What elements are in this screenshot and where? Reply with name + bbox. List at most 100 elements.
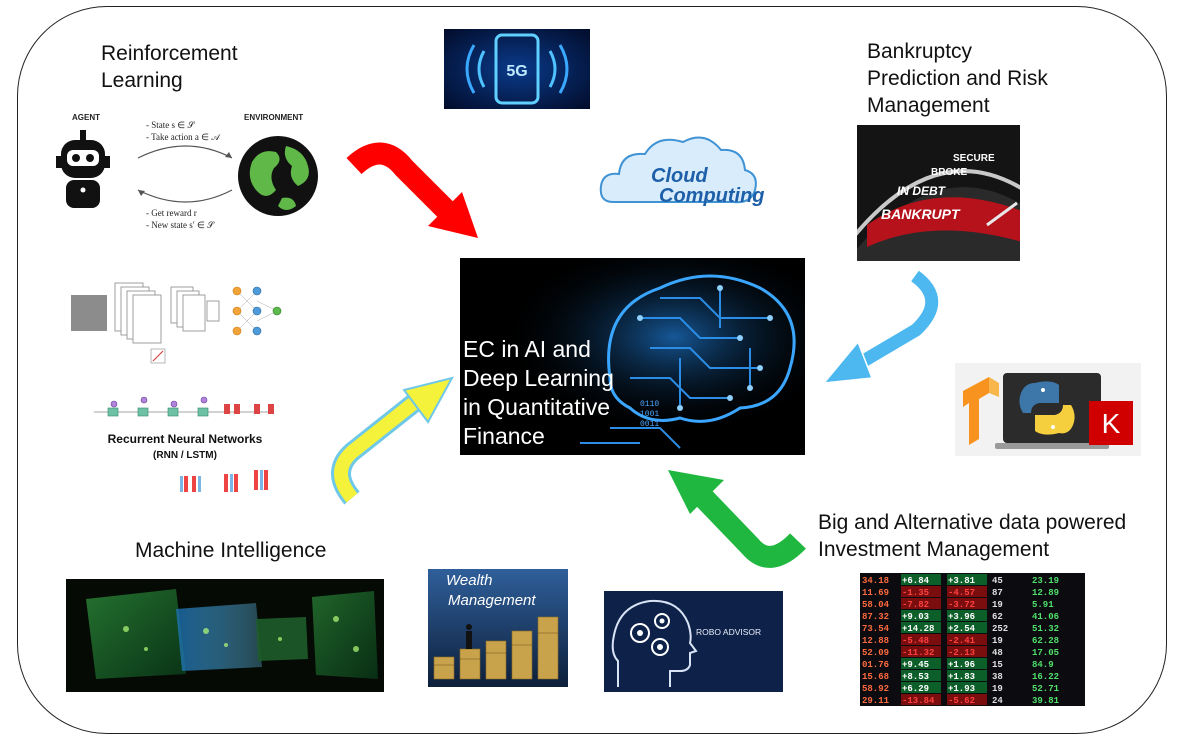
robo-advisor-image: ROBO ADVISOR [604,591,783,692]
ticker-cell: +3.96 [948,612,975,622]
ticker-cell: -3.72 [948,600,975,610]
ticker-cell: 23.19 [1032,576,1059,586]
ticker-cell: 38 [992,672,1003,682]
ticker-cell-bg [901,646,941,657]
ticker-cell: 5.91 [1032,600,1054,610]
robo-text: ROBO ADVISOR [696,627,761,637]
rl-state: - State s ∈ 𝒮 [146,120,195,130]
ticker-cell: 19 [992,600,1003,610]
ticker-cell-bg [901,598,941,609]
keras-icon [1089,401,1133,445]
ticker-cell-bg [947,634,987,645]
ticker-cell: 34.18 [862,576,889,586]
ticker-cell: -4.57 [948,588,975,598]
ticker-cell: +9.45 [902,660,929,670]
ticker-cell-bg [947,598,987,609]
ticker-cell-bg [901,658,941,669]
reinforcement-learning-image: AGENT ENVIRONMENT - State s ∈ 𝒮 - Take a… [46,106,326,234]
ticker-cell-bg [901,694,941,705]
ticker-cell-bg [901,574,941,585]
ticker-cell: 52.71 [1032,684,1060,694]
ticker-cell: 24 [992,696,1003,706]
rnn-title-2: (RNN / LSTM) [153,450,217,461]
ticker-cell: +1.93 [948,684,975,694]
ticker-cell: 84.9 [1032,660,1054,670]
stock-ticker-image: 34.18 +6.84 +3.81 45 23.19 11.69 -1.35 -4.57 87 1… [860,573,1085,706]
machine-intelligence-image [66,579,384,692]
ticker-cell: -11.32 [902,648,934,658]
ticker-cell-bg [901,622,941,633]
tensorflow-icon [963,377,999,445]
cloud-text-1: Cloud [651,165,708,187]
ticker-cell: 51.32 [1032,624,1059,634]
ticker-cell: +14.28 [902,624,934,634]
keras-letter: K [1102,408,1121,439]
ticker-cell-bg [901,586,941,597]
ticker-cell: +2.54 [948,624,976,634]
ticker-cell: +6.84 [902,576,930,586]
ticker-cell: 58.92 [862,684,889,694]
cloud-text-2: Computing [659,185,765,207]
ticker-cell-bg [947,682,987,693]
fiveg-text: 5G [506,63,527,80]
ticker-cell: 15 [992,660,1003,670]
ticker-cell: 252 [992,624,1008,634]
rl-reward: - Get reward r [146,208,197,218]
python-icon [1019,381,1075,435]
blue-arrow [822,269,940,384]
ticker-cell: 87 [992,588,1003,598]
ml-tools-image: K [955,363,1141,456]
ticker-cell: +8.53 [902,672,929,682]
ticker-cell-bg [947,646,987,657]
center-brain-image: 0110 1001 0011 [460,258,805,455]
gauge-broke: BROKE [931,167,967,178]
ticker-cell: +3.81 [948,576,976,586]
rl-agent-label: AGENT [72,113,100,122]
ticker-cell: 12.88 [862,636,889,646]
ticker-cell: 11.69 [862,588,889,598]
ticker-cell: 62.28 [1032,636,1059,646]
binary-2: 1001 [640,410,659,419]
ticker-cell: -1.35 [902,588,929,598]
yellow-arrow [331,376,454,505]
wealth-text-1: Wealth [446,572,492,589]
ticker-cell-bg [947,670,987,681]
gauge-in-debt: IN DEBT [897,184,947,198]
ticker-cell: +6.29 [902,684,929,694]
ticker-cell-bg [947,586,987,597]
ticker-cell: 12.89 [1032,588,1059,598]
ticker-cell: 52.09 [862,648,889,658]
ticker-cell: 16.22 [1032,672,1059,682]
center-title: EC in AI and Deep Learning in Quantitati… [463,336,614,449]
ticker-cell: 87.32 [862,612,889,622]
ticker-cell: +1.83 [948,672,975,682]
wealth-management-image: Wealth Management [428,569,568,687]
ticker-cell: -13.84 [902,696,935,706]
ticker-cell: 15.68 [862,672,889,682]
ticker-cell: -7.82 [902,600,929,610]
cloud-computing-image: Cloud Computing [593,124,777,216]
ticker-cell: 01.76 [862,660,889,670]
ticker-cell: +1.96 [948,660,975,670]
rnn-diagram-image: Recurrent Neural Networks (RNN / LSTM) [84,388,286,500]
ticker-cell-bg [901,670,941,681]
ticker-cell: -2.41 [948,636,976,646]
ticker-cell: 58.04 [862,600,890,610]
ticker-cell-bg [947,658,987,669]
label-machine-intelligence: Machine Intelligence [135,539,327,562]
ticker-cell: 45 [992,576,1003,586]
ticker-cell-bg [901,610,941,621]
ticker-cell: 73.54 [862,624,890,634]
ticker-cell: -5.62 [948,696,975,706]
rnn-title-1: Recurrent Neural Networks [108,432,263,446]
fiveg-image: 5G [444,29,590,109]
cnn-diagram-image [67,271,290,368]
ticker-cell-bg [947,610,987,621]
ticker-cell-bg [947,574,987,585]
ticker-cell: -5.48 [902,636,929,646]
wealth-text-2: Management [448,592,536,609]
binary-3: 0011 [640,420,659,429]
ticker-cell: 17.05 [1032,648,1059,658]
rl-action: - Take action a ∈ 𝒜 [146,132,221,142]
ticker-cell: 41.06 [1032,612,1059,622]
